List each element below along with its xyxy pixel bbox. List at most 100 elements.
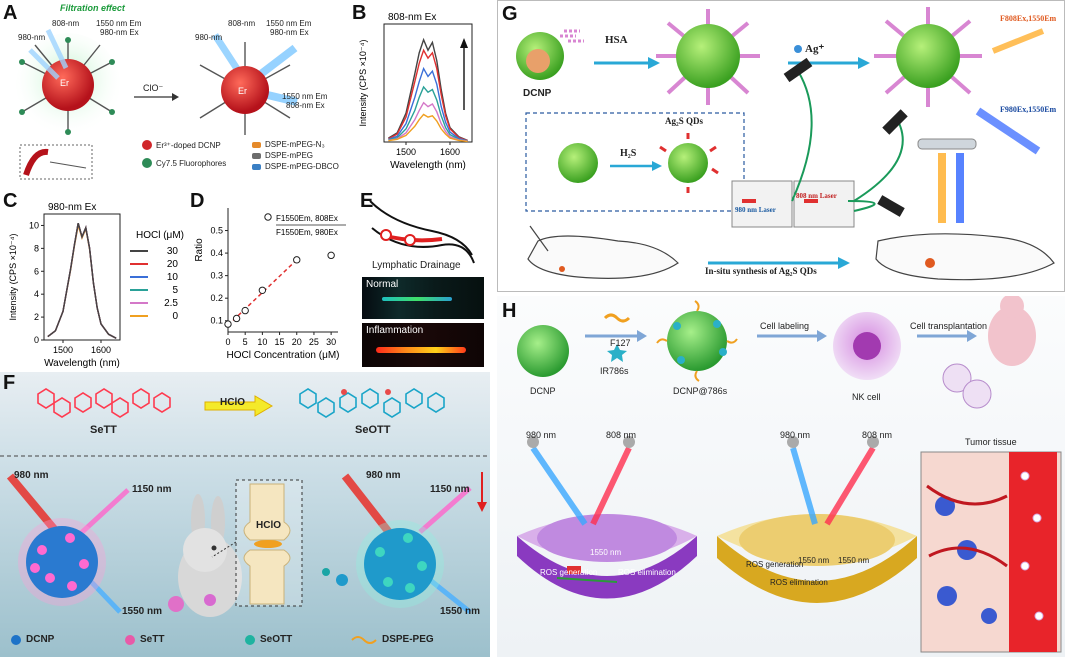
legend-d-denominator: F1550Em, 980Ex — [276, 228, 338, 237]
dcnp-ag-particle — [874, 7, 982, 107]
wl-1150-f-left: 1150 nm — [132, 484, 172, 495]
legend-c-title: HOCl (μM) — [136, 230, 184, 241]
setT-molecule — [37, 388, 171, 418]
series-line — [47, 225, 117, 339]
hclo-arrow-label: HClO — [220, 397, 245, 408]
g-hsa-label: HSA — [605, 34, 628, 46]
h-980-left: 980 nm — [526, 430, 557, 440]
scatter-point — [258, 286, 267, 294]
panel-e-label: E — [360, 190, 374, 212]
legend-c-label: 0 — [172, 311, 178, 322]
series-line — [388, 66, 468, 142]
rabbit-illustration — [178, 494, 242, 617]
inflammation-image: Inflammation — [362, 323, 484, 367]
scatter-point — [241, 306, 249, 315]
seoTT-molecule — [299, 388, 445, 418]
panel-h-art — [517, 294, 1062, 653]
laser-808-box — [793, 180, 855, 228]
increase-arrow-icon — [460, 38, 468, 48]
plot-frame — [383, 23, 473, 143]
x-tick-label: 0 — [225, 337, 230, 347]
legend-d-numerator: F1550Em, 808Ex — [276, 214, 338, 223]
legend-a-item: DSPE-mPEG — [252, 151, 313, 160]
chart-title: 808-nm Ex — [388, 12, 436, 23]
legend-a-label: Cy7.5 Fluorophores — [156, 158, 227, 168]
panel-c-label: C — [3, 190, 18, 212]
h-dcnp-sphere — [517, 325, 569, 377]
legend-f-dcnp: DCNP — [26, 634, 55, 645]
em1550-ex808-1: 1550 nm Em — [282, 92, 328, 101]
h-808-left: 808 nm — [606, 430, 637, 440]
dcnp-hsa-particle — [656, 9, 760, 105]
y-tick-label: 0 — [34, 335, 39, 345]
legend-f-seoTT: SeOTT — [260, 634, 293, 645]
g-dcnp-label: DCNP — [523, 88, 552, 99]
y-tick-label: 0.4 — [210, 248, 223, 258]
x-tick-label: 1500 — [396, 147, 416, 157]
panel-d-label: D — [190, 190, 205, 212]
legend-a-item: Er³⁺-doped DCNP — [142, 140, 221, 150]
h-980-right: 980 nm — [780, 430, 811, 440]
legend-a-label: DSPE-mPEG-DBCO — [265, 162, 339, 171]
panel-f-art — [0, 388, 490, 645]
panel-a — [0, 0, 132, 185]
y-tick-label: 0.1 — [210, 316, 223, 326]
panel-h-label: H — [502, 300, 517, 322]
wl-1550-f-left: 1550 nm — [122, 606, 163, 617]
series-line — [47, 222, 117, 339]
wl-1150-f-right: 1150 nm — [430, 484, 470, 495]
legend-f-dspe-peg: DSPE-PEG — [382, 634, 434, 645]
scatter-point — [293, 256, 301, 264]
h-nk-label: NK cell — [852, 392, 881, 402]
legend-c-label: 2.5 — [164, 298, 178, 309]
series-line — [47, 222, 117, 339]
panel-b-label: B — [352, 2, 367, 24]
x-tick-label: 30 — [326, 337, 336, 347]
em1550-ex980-left-1: 1550 nm Em — [96, 19, 142, 28]
x-tick-label: 10 — [257, 337, 267, 347]
em1550-ex980-left-2: 980-nm Ex — [100, 28, 139, 37]
hclo-arrow — [204, 395, 273, 417]
em1550-ex980-right-2: 980-nm Ex — [270, 28, 309, 37]
wl-1550-f-right: 1550 nm — [440, 606, 481, 617]
wl-980-right: 980-nm — [195, 33, 223, 42]
fluorophores — [19, 37, 115, 135]
x-axis-label: Wavelength (nm) — [44, 358, 120, 369]
detector — [917, 138, 977, 150]
h-labeling-label: Cell labeling — [760, 321, 810, 331]
h-ros-gen-right: ROS generation — [746, 560, 804, 569]
h-ros-elim-left: ROS elimination — [618, 568, 676, 577]
legend-d-marker — [264, 213, 272, 221]
scatter-point — [232, 314, 241, 323]
scatter-point — [327, 251, 335, 260]
legend-a-item: DSPE-mPEG-N₃ — [252, 140, 325, 149]
y-tick-label: 0.5 — [210, 226, 223, 236]
h-808-right: 808 nm — [862, 430, 893, 440]
panel-a-label: A — [3, 2, 18, 24]
joint-hclo-label: HClO — [256, 520, 281, 531]
series-line — [388, 37, 468, 142]
legend-a-swatch-icon — [142, 158, 152, 168]
g-ag2s-label: Ag₂S QDs — [665, 116, 703, 126]
lymphatic-drainage-caption: Lymphatic Drainage — [372, 260, 461, 271]
legend-f-setT: SeTT — [140, 634, 165, 645]
legend-a-swatch-icon — [252, 163, 261, 170]
x-tick-label: 20 — [292, 337, 302, 347]
series-line — [47, 222, 117, 339]
series-line — [388, 113, 468, 143]
setT-particle-small — [168, 596, 184, 612]
x-tick-label: 1600 — [91, 345, 111, 355]
legend-a-label: DSPE-mPEG-N₃ — [265, 140, 325, 149]
lymph-drainage-art — [369, 200, 475, 264]
legend-a-swatch-icon — [252, 152, 261, 159]
series-line — [388, 101, 468, 142]
series-line — [388, 48, 468, 142]
cell-cut-left — [517, 514, 697, 599]
clo-reagent-label: ClO⁻ — [143, 83, 164, 93]
laser-980-box — [731, 180, 793, 228]
panel-a-arrow — [130, 85, 180, 105]
panel-e: Lymphatic Drainage Normal Inflammation — [362, 193, 484, 373]
mouse-right — [875, 233, 1055, 281]
